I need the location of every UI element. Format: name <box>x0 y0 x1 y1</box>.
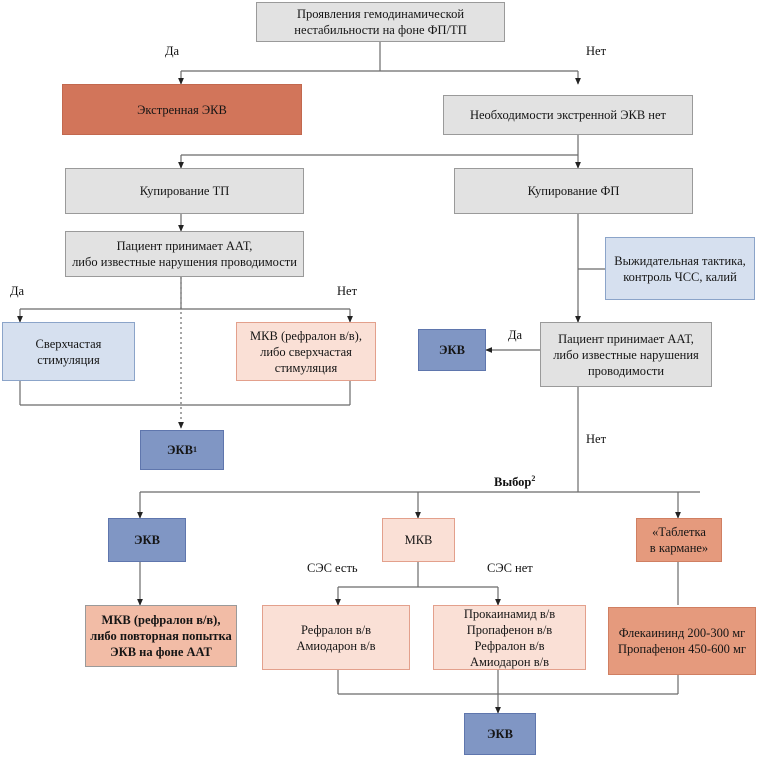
node-ecv-right: ЭКВ <box>418 329 486 371</box>
node-mkv-refralon-pacing: МКВ (рефралон в/в), либо сверхчастая сти… <box>236 322 376 381</box>
edge-label-choice: Выбор2 <box>494 474 535 490</box>
node-root: Проявления гемодинамической нестабильнос… <box>256 2 505 42</box>
edge-label-choice-superscript: 2 <box>531 474 536 483</box>
node-mkv-repeat-label: МКВ (рефралон в/в), либо повторная попыт… <box>90 613 232 659</box>
edge-label-choice-text: Выбор <box>494 475 532 490</box>
edge-label-yes-right: Да <box>508 328 522 343</box>
node-emergency-ecv: Экстренная ЭКВ <box>62 84 302 135</box>
edge-label-yes-left-text: Да <box>10 284 25 298</box>
node-no-emergency-ecv: Необходимости экстренной ЭКВ нет <box>443 95 693 135</box>
node-flecainide-doses-label: Флекаининд 200-300 мг Пропафенон 450-600… <box>618 626 746 656</box>
edge-label-ses-yes: СЭС есть <box>307 561 358 576</box>
node-stop-tp: Купирование ТП <box>65 168 304 214</box>
node-root-label: Проявления гемодинамической нестабильнос… <box>294 7 467 37</box>
edge-label-no-top-text: Нет <box>586 44 607 58</box>
node-stop-fp-label: Купирование ФП <box>527 184 620 198</box>
node-pill-in-pocket-label: «Таблетка в кармане» <box>649 525 709 555</box>
node-stop-tp-label: Купирование ТП <box>139 184 230 198</box>
node-patient-aat-left-label: Пациент принимает ААТ, либо известные на… <box>72 239 297 269</box>
edge-label-no-right-text: Нет <box>586 432 607 446</box>
node-ecv-final: ЭКВ <box>464 713 536 755</box>
node-stop-fp: Купирование ФП <box>454 168 693 214</box>
node-mkv: МКВ <box>382 518 455 562</box>
edge-label-yes-top-text: Да <box>165 44 180 58</box>
node-watchful-waiting: Выжидательная тактика, контроль ЧСС, кал… <box>605 237 755 300</box>
node-patient-aat-left: Пациент принимает ААТ, либо известные на… <box>65 231 304 277</box>
node-refralon-amiodarone-label: Рефралон в/в Амиодарон в/в <box>296 622 376 653</box>
node-no-emergency-ecv-label: Необходимости экстренной ЭКВ нет <box>469 108 666 122</box>
edge-label-no-left: Нет <box>337 284 357 299</box>
edge-label-no-top: Нет <box>586 44 606 59</box>
edge-label-no-left-text: Нет <box>337 284 358 298</box>
node-ecv-footnote-label: ЭКВ <box>167 443 193 457</box>
edge-label-yes-left: Да <box>10 284 24 299</box>
node-refralon-amiodarone: Рефралон в/в Амиодарон в/в <box>262 605 410 670</box>
edge-label-ses-yes-text: СЭС есть <box>307 561 358 575</box>
node-patient-aat-right-label: Пациент принимает ААТ, либо известные на… <box>553 331 699 378</box>
node-mkv-label: МКВ <box>404 533 433 547</box>
node-mkv-repeat: МКВ (рефралон в/в), либо повторная попыт… <box>85 605 237 667</box>
edge-label-ses-no: СЭС нет <box>487 561 533 576</box>
node-emergency-ecv-label: Экстренная ЭКВ <box>137 102 227 117</box>
edge-label-yes-top: Да <box>165 44 179 59</box>
node-overdrive-pacing-label: Сверхчастая стимуляция <box>35 336 102 367</box>
node-overdrive-pacing: Сверхчастая стимуляция <box>2 322 135 381</box>
node-ecv-final-label: ЭКВ <box>487 727 513 741</box>
node-flecainide-doses: Флекаининд 200-300 мг Пропафенон 450-600… <box>608 607 756 675</box>
node-ecv-footnote-superscript: 1 <box>192 444 197 454</box>
node-procainamide-list-label: Прокаинамид в/в Пропафенон в/в Рефралон … <box>463 606 556 669</box>
node-pill-in-pocket: «Таблетка в кармане» <box>636 518 722 562</box>
node-watchful-waiting-label: Выжидательная тактика, контроль ЧСС, кал… <box>614 253 746 284</box>
node-patient-aat-right: Пациент принимает ААТ, либо известные на… <box>540 322 712 387</box>
node-mkv-refralon-pacing-label: МКВ (рефралон в/в), либо сверхчастая сти… <box>250 328 362 375</box>
node-ecv-right-label: ЭКВ <box>439 343 465 357</box>
edge-label-no-right: Нет <box>586 432 606 447</box>
edge-label-ses-no-text: СЭС нет <box>487 561 533 575</box>
node-ecv-branch: ЭКВ <box>108 518 186 562</box>
node-ecv-branch-label: ЭКВ <box>134 533 160 547</box>
node-procainamide-list: Прокаинамид в/в Пропафенон в/в Рефралон … <box>433 605 586 670</box>
edge-label-yes-right-text: Да <box>508 328 523 342</box>
